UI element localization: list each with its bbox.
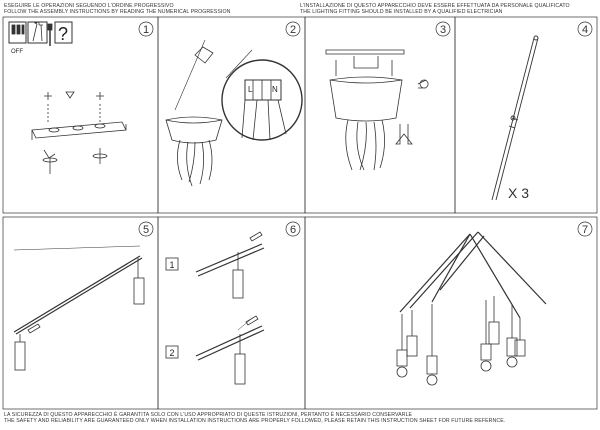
step-4-badge	[577, 21, 593, 37]
step-4-number: 4	[582, 24, 588, 36]
panel-2-frame	[157, 16, 306, 214]
panel-5-frame	[2, 216, 159, 410]
step-2-number: 2	[290, 24, 296, 36]
panel-2-illustration	[165, 39, 303, 187]
header-left-line1: ESEGUIRE LE OPERAZIONI SEGUENDO L'ORDINE…	[4, 3, 174, 9]
panel-3-frame	[304, 16, 456, 214]
question-mark: ?	[58, 24, 68, 44]
step-6-number: 6	[290, 224, 296, 236]
header-right-line1: L'INSTALLAZIONE DI QUESTO APPARECCHIO DE…	[300, 3, 570, 9]
substep-1-box	[165, 257, 179, 271]
substep-2-number: 2	[169, 348, 174, 358]
step-7-badge	[577, 221, 593, 237]
substep-1-number: 1	[169, 260, 174, 270]
panel-1-frame	[2, 16, 159, 214]
off-label: OFF	[11, 49, 23, 55]
footer-line2: THE SAFETY AND RELIABILITY ARE GUARANTEE…	[4, 418, 506, 425]
step-6-badge	[285, 221, 301, 237]
tools-icon	[27, 21, 48, 44]
step-1-badge	[138, 21, 154, 37]
mounting-bracket	[31, 91, 127, 174]
header-right: L'INSTALLAZIONE DI QUESTO APPARECCHIO DE…	[300, 3, 570, 16]
step-3-badge	[435, 21, 451, 37]
panel-7-illustration	[396, 231, 547, 386]
step-2-badge	[285, 21, 301, 37]
header-right-line2: THE LIGHTING FITTING SHOULD BE INSTALLED…	[300, 9, 503, 16]
step-5-number: 5	[143, 224, 149, 236]
substep-2-box	[165, 345, 179, 359]
panel-1-illustration	[8, 21, 73, 46]
header-left-line2: FOLLOW THE ASSEMBLY INSTRUCTIONS BY READ…	[4, 9, 231, 16]
step-7-number: 7	[582, 224, 588, 236]
panel-4-frame	[454, 16, 598, 214]
panel-6-frame	[157, 216, 306, 410]
wire-label-n: N	[272, 85, 278, 94]
panel-4-illustration	[491, 35, 539, 201]
wire-label-l: L	[248, 85, 253, 94]
step-1-number: 1	[143, 24, 149, 36]
header-left: ESEGUIRE LE OPERAZIONI SEGUENDO L'ORDINE…	[4, 3, 230, 16]
footer-line1: LA SICUREZZA DI QUESTO APPARECCHIO È GAR…	[4, 412, 413, 418]
screwdriver-icon	[47, 23, 53, 46]
power-off-icon	[8, 21, 27, 44]
step-3-number: 3	[440, 24, 446, 36]
panel-5-illustration	[13, 245, 145, 371]
footer: LA SICUREZZA DI QUESTO APPARECCHIO È GAR…	[4, 412, 505, 425]
quantity-label: X 3	[508, 185, 529, 201]
panel-6-illustration	[165, 231, 265, 385]
help-icon	[54, 21, 73, 44]
panel-3-illustration	[325, 49, 429, 171]
step-5-badge	[138, 221, 154, 237]
panel-7-frame	[304, 216, 598, 410]
